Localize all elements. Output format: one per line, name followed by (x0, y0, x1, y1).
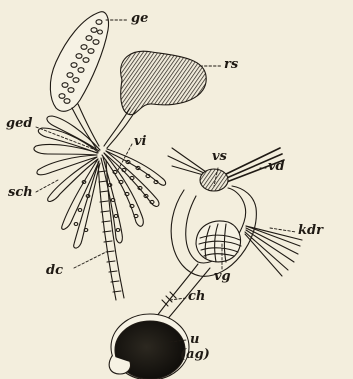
label-sch: sch (8, 186, 33, 199)
label-kdr: kdr (298, 224, 323, 237)
label-vs: vs (212, 150, 227, 163)
label-ag: (ag) (180, 348, 210, 361)
male-apparatus (150, 148, 302, 328)
label-ge: ge (131, 12, 148, 25)
label-u: u (190, 333, 199, 346)
label-vg: vg (214, 270, 231, 283)
label-ch: ch (188, 290, 205, 303)
label-vd: vd (268, 160, 285, 173)
uterus-ball (109, 314, 189, 379)
label-rs: rs (224, 58, 238, 71)
mucous-glands (34, 116, 100, 248)
label-ged: ged (6, 117, 32, 130)
egg-gland (50, 12, 108, 148)
receptaculum-seminis (104, 51, 206, 148)
label-vi: vi (134, 135, 147, 148)
label-dc: dc (46, 264, 63, 277)
